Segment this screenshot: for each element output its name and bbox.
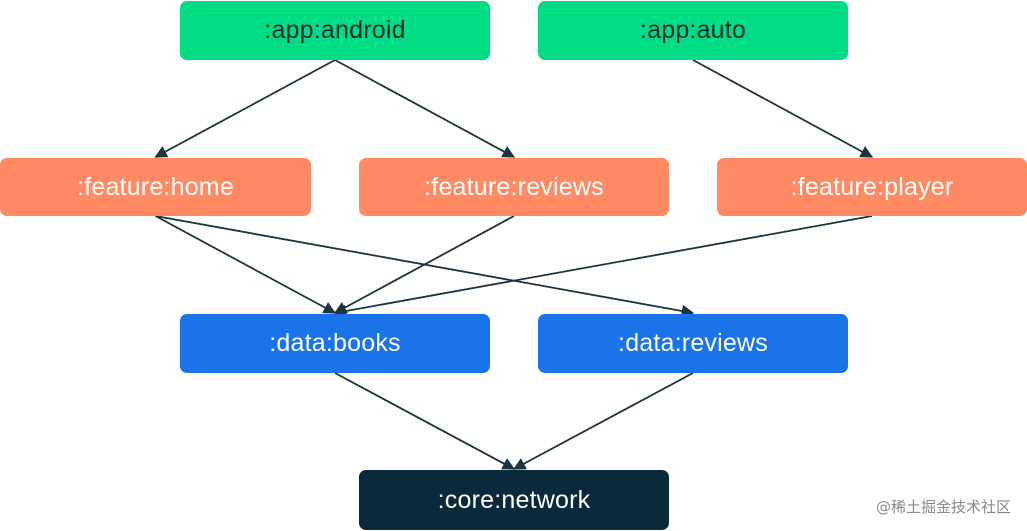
- node-label: :feature:home: [77, 172, 234, 201]
- arrow-app-auto-to-feature-player: [692, 59, 874, 158]
- arrow-app-android-to-feature-reviews: [334, 59, 516, 158]
- node-label: :feature:player: [790, 172, 954, 201]
- arrow-feature-home-to-data-books: [155, 215, 337, 314]
- arrow-app-android-to-feature-home: [154, 59, 336, 158]
- node-data-reviews: :data:reviews: [538, 314, 848, 373]
- node-label: :data:reviews: [618, 329, 768, 357]
- arrow-feature-player-to-data-books: [333, 215, 873, 318]
- arrow-data-books-to-core-network: [334, 372, 516, 470]
- node-app-auto: :app:auto: [538, 1, 848, 60]
- node-feature-player: :feature:player: [717, 158, 1027, 216]
- node-feature-home: :feature:home: [0, 158, 311, 216]
- node-label: :app:auto: [639, 16, 747, 44]
- node-feature-reviews: :feature:reviews: [359, 158, 669, 216]
- node-data-books: :data:books: [180, 314, 490, 373]
- watermark: @稀土掘金技术社区: [875, 498, 1011, 516]
- node-core-network: :core:network: [359, 470, 669, 530]
- arrow-data-reviews-to-core-network: [512, 372, 694, 470]
- arrow-feature-reviews-to-data-books: [333, 215, 515, 314]
- node-label: :data:books: [269, 329, 401, 357]
- node-label: :feature:reviews: [424, 172, 604, 201]
- node-label: :app:android: [264, 16, 406, 44]
- node-label: :core:network: [437, 485, 591, 514]
- node-app-android: :app:android: [180, 1, 490, 60]
